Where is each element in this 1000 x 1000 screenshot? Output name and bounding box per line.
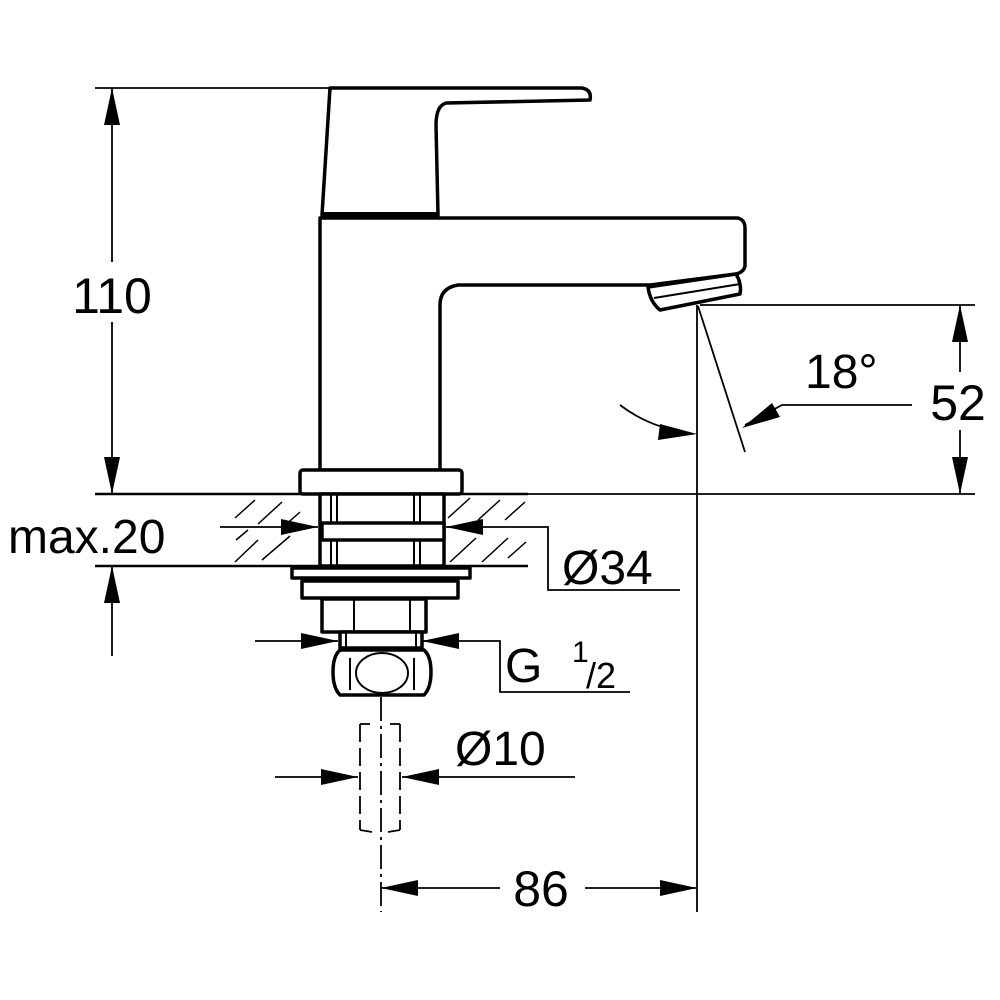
- dim-thread-den: /2: [586, 655, 616, 696]
- dim-110-label: 110: [72, 268, 152, 324]
- dim-34-label: Ø34: [562, 542, 653, 595]
- washer: [290, 566, 472, 580]
- dim-52-label: 52: [930, 375, 986, 431]
- supply-pipe: [359, 723, 401, 833]
- dim-18deg-label: 18°: [805, 346, 878, 399]
- faucet-handle: [320, 86, 593, 217]
- fixing-nut: [300, 579, 460, 600]
- faucet-body: [318, 216, 747, 472]
- hex-connector: [331, 648, 433, 697]
- spray-angle-line: [697, 305, 746, 453]
- dim-thread-num: 1: [572, 636, 589, 669]
- dim-86-label: 86: [513, 861, 569, 917]
- counter-hatching: [234, 497, 527, 563]
- fixing-band: [320, 521, 446, 542]
- dim-10-label: Ø10: [455, 723, 546, 776]
- dim-max20-label: max.20: [8, 511, 165, 564]
- base-flange: [298, 468, 464, 496]
- dim-thread-g: G: [505, 640, 542, 693]
